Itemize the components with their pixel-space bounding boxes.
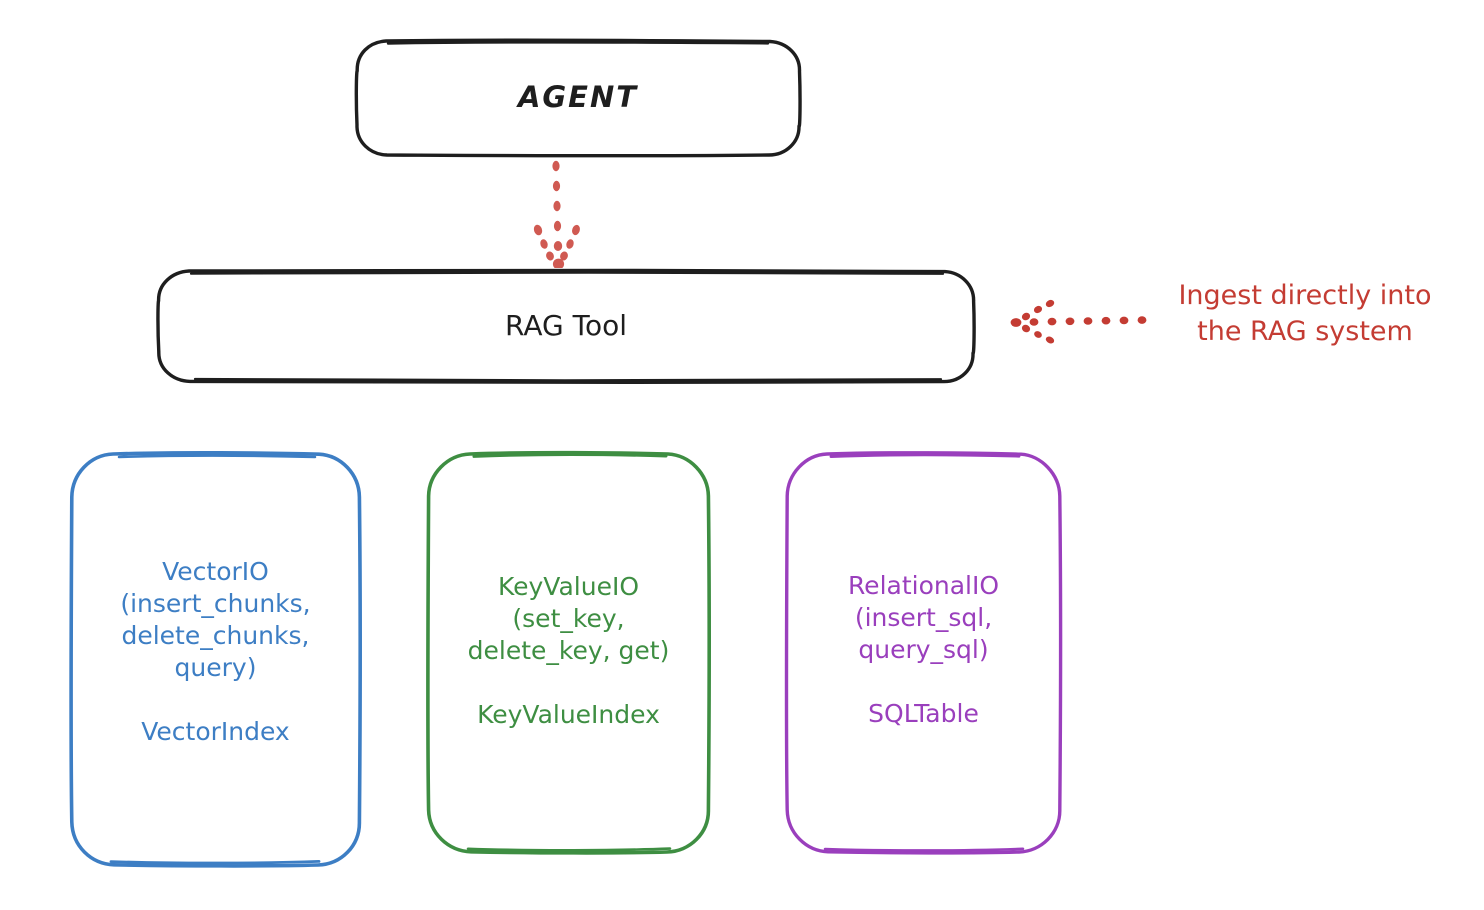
node-relational-io[interactable]: RelationalIO (insert_sql, query_sql) SQL… — [783, 450, 1064, 856]
node-vector-io[interactable]: VectorIO (insert_chunks, delete_chunks, … — [67, 450, 364, 869]
node-agent-label: AGENT — [517, 80, 639, 115]
node-key-value-io[interactable]: KeyValueIO (set_key, delete_key, get) Ke… — [424, 450, 713, 856]
node-rag-tool[interactable]: RAG Tool — [155, 268, 977, 385]
arrow-ingest-to-rag-tool — [1010, 299, 1147, 344]
node-key-value-io-label: KeyValueIO (set_key, delete_key, get) Ke… — [467, 572, 670, 729]
node-relational-io-label: RelationalIO (insert_sql, query_sql) SQL… — [847, 571, 1000, 728]
arrow-agent-to-rag-tool — [533, 160, 580, 270]
node-agent[interactable]: AGENT — [354, 38, 802, 158]
node-rag-tool-label: RAG Tool — [505, 309, 627, 343]
annotation-ingest-directly: Ingest directly into the RAG system — [1178, 280, 1432, 348]
node-vector-io-label: VectorIO (insert_chunks, delete_chunks, … — [120, 556, 311, 746]
